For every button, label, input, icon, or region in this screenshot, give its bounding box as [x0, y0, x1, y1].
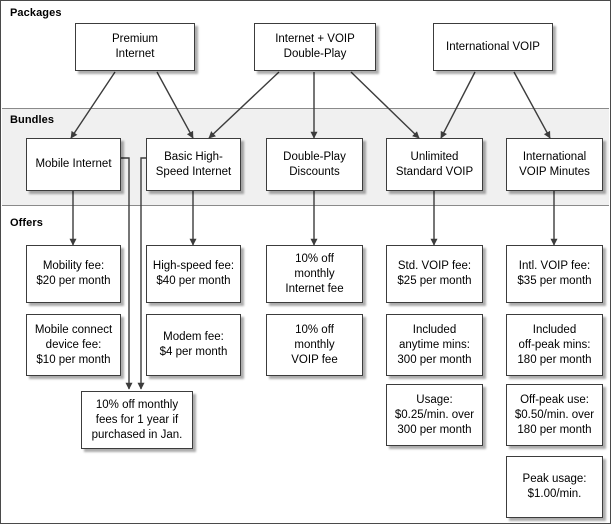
band-label-packages: Packages: [10, 7, 62, 19]
offer-january-promo[interactable]: 10% off monthly fees for 1 year if purch…: [81, 391, 193, 449]
bundle-unlimited-standard-voip[interactable]: Unlimited Standard VOIP: [386, 138, 483, 191]
bundle-basic-high-speed-internet[interactable]: Basic High- Speed Internet: [146, 138, 241, 191]
offer-mobility-fee[interactable]: Mobility fee: $20 per month: [26, 245, 121, 303]
offer-intl-voip-fee[interactable]: Intl. VOIP fee: $35 per month: [506, 245, 603, 303]
package-internet-voip-double-play[interactable]: Internet + VOIP Double-Play: [254, 23, 376, 71]
offer-mobile-connect-device-fee[interactable]: Mobile connect device fee: $10 per month: [26, 314, 121, 376]
offer-std-voip-fee[interactable]: Std. VOIP fee: $25 per month: [386, 245, 483, 303]
offer-included-off-peak-mins[interactable]: Included off-peak mins: 180 per month: [506, 314, 603, 376]
offer-high-speed-fee[interactable]: High-speed fee: $40 per month: [146, 245, 241, 303]
package-premium-internet[interactable]: Premium Internet: [75, 23, 195, 71]
bundle-international-voip-minutes[interactable]: International VOIP Minutes: [506, 138, 603, 191]
offer-usage-overage[interactable]: Usage: $0.25/min. over 300 per month: [386, 384, 483, 446]
offer-discount-voip-fee[interactable]: 10% off monthly VOIP fee: [266, 314, 363, 376]
offer-discount-internet-fee[interactable]: 10% off monthly Internet fee: [266, 245, 363, 303]
offer-modem-fee[interactable]: Modem fee: $4 per month: [146, 314, 241, 376]
package-international-voip[interactable]: International VOIP: [433, 23, 553, 71]
offer-peak-usage[interactable]: Peak usage: $1.00/min.: [506, 456, 603, 518]
offer-included-anytime-mins[interactable]: Included anytime mins: 300 per month: [386, 314, 483, 376]
band-label-offers: Offers: [10, 217, 43, 229]
offer-off-peak-use[interactable]: Off-peak use: $0.50/min. over 180 per mo…: [506, 384, 603, 446]
bundle-mobile-internet[interactable]: Mobile Internet: [26, 138, 121, 191]
bundle-double-play-discounts[interactable]: Double-Play Discounts: [266, 138, 363, 191]
band-label-bundles: Bundles: [10, 114, 55, 126]
